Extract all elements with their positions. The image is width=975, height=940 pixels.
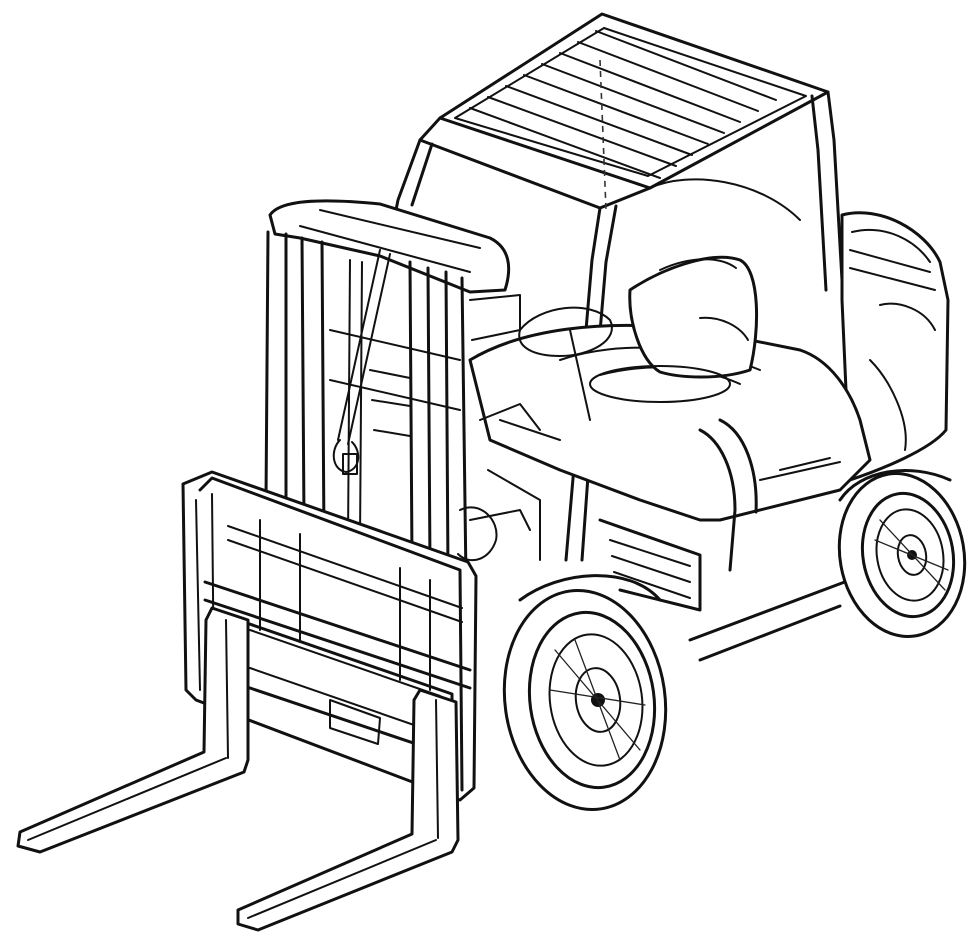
rear-wheel: [837, 472, 967, 638]
fork-carriage: [181, 470, 478, 802]
front-fender: [518, 574, 662, 602]
rear-fender: [838, 469, 952, 502]
mast: [264, 199, 541, 644]
counterweight-body: [840, 211, 950, 482]
overhead-guard: [418, 12, 830, 211]
forks: [16, 606, 460, 932]
front-wheel: [502, 589, 668, 811]
truck-body: [468, 255, 872, 662]
